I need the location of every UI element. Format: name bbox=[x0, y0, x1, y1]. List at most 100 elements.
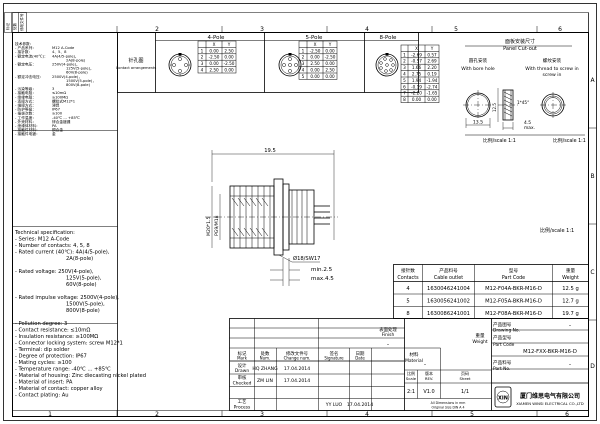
pin-table-cell: 0.00 bbox=[224, 55, 234, 60]
spec-cn-value: 4A(4/5-pole)， bbox=[52, 54, 79, 58]
spec-list-cn: 技术参数：- 产品系列：M12 A-Code- 接针数：4、5、8- 额定电流(… bbox=[15, 41, 96, 136]
frame-col-label: 1 bbox=[48, 411, 52, 418]
spec-en-line: - Rated voltage: 250V(4-pole), bbox=[15, 269, 94, 275]
pole-label-4: 4-Pole bbox=[208, 35, 225, 41]
tb-drawing-no-value: – bbox=[569, 323, 572, 329]
spec-en-line: - Temperature range: -40℃ ... +85℃ bbox=[15, 367, 111, 373]
tb-drawn-date: 17.04.2014 bbox=[284, 366, 310, 372]
tb-part-code-label-en: Part Code bbox=[493, 342, 515, 348]
frame-col-label: 3 bbox=[260, 411, 264, 418]
spec-cn-value: 2500V(4-pole)， bbox=[52, 75, 82, 79]
pin-table-cell: -2.50 bbox=[325, 55, 336, 60]
spec-en-line: - Number of contacts: 4, 5, 8 bbox=[15, 243, 90, 249]
part-table-cell: M12-F05A-BKR-M16-D bbox=[485, 299, 542, 305]
pin-table-cell: Y bbox=[328, 42, 332, 47]
spec-cn-label: - 污染等级： bbox=[15, 86, 36, 91]
revision-mini-label: 修改文件号 bbox=[19, 13, 24, 31]
part-table-cell: M12-F04A-BKR-M16-D bbox=[485, 286, 542, 292]
svg-text:3: 3 bbox=[179, 73, 181, 77]
tb-drawing-no-label: 产品图号 bbox=[493, 321, 512, 328]
cutout-dim: 4.5 bbox=[524, 120, 531, 126]
tb-version-value: V1.0 bbox=[423, 389, 434, 395]
spec-cn-label: - 连接方式： bbox=[15, 98, 36, 103]
tb-material-value: – bbox=[424, 362, 427, 368]
tb-scale-label: 比例 bbox=[407, 370, 415, 376]
pin-table-cell: Y bbox=[430, 46, 434, 51]
pin-table-cell: 0.00 bbox=[412, 97, 422, 102]
tb-sheet-value: 1/1 bbox=[461, 389, 469, 395]
spec-cn-label: - 产品系列： bbox=[15, 45, 36, 50]
part-table-cell: 1630046241004 bbox=[427, 286, 471, 292]
spec-list-en: Technical specification:- Series: M12 A-… bbox=[14, 230, 146, 399]
revision-mini-label: 标记 bbox=[5, 23, 10, 30]
tb-process-label-en: Process bbox=[234, 405, 251, 411]
dim-hex: Ø18/SW17 bbox=[293, 255, 320, 262]
pin-table-cell: -0.19 bbox=[411, 84, 422, 89]
tb-finish-label: 表面处理 bbox=[379, 326, 397, 333]
part-table-head: 接针数 bbox=[401, 267, 415, 274]
spec-cn-value: 250V(4-pole)， bbox=[52, 63, 80, 67]
spec-cn-label: 技术参数： bbox=[15, 41, 33, 46]
frame-col-label: 6 bbox=[565, 411, 569, 418]
pin-face-4-pole: 1 2 3 4 bbox=[168, 53, 192, 77]
spec-cn-value: 60V(8-pole) bbox=[66, 71, 88, 75]
spec-cn-label: - 工作温度： bbox=[15, 115, 36, 120]
cutout-title-en: Panel Cut-out bbox=[503, 46, 537, 52]
spec-en-line: - Rated impulse voltage: 2500V(4-pole), bbox=[15, 295, 119, 301]
svg-text:1: 1 bbox=[179, 53, 181, 57]
spec-en-line: - Degree of protection: IP67 bbox=[15, 354, 87, 360]
tb-sheet-label: 页码 bbox=[461, 370, 469, 376]
pin-table-cell: X bbox=[314, 42, 317, 47]
spec-cn-label: - 插拔次数： bbox=[15, 111, 36, 116]
tb-rev-head-en: Change num. bbox=[284, 356, 311, 361]
pin-table-cell: 4 bbox=[403, 72, 406, 77]
pin-table-cell: 0.00 bbox=[325, 48, 335, 53]
spec-en-line: 800V(8-pole) bbox=[66, 308, 100, 314]
tb-rev-head-en: Mark bbox=[237, 356, 248, 361]
frame-row-label: B bbox=[590, 173, 594, 180]
pin-table-cell: -2.50 bbox=[310, 48, 321, 53]
spec-cn-value: 1500V(5-pole)， bbox=[66, 79, 96, 83]
cutout-thread-label-en: With thread to screw in bbox=[525, 66, 579, 72]
frame-row-label: A bbox=[590, 77, 595, 84]
cutout-dim: 1*45° bbox=[517, 100, 529, 105]
pin-layout-title: 针孔图 bbox=[128, 57, 143, 64]
pin-table-cell: 2.50 bbox=[310, 61, 320, 66]
spec-cn-value: ≤10mΩ bbox=[52, 91, 66, 95]
pin-table-cell: 0.00 bbox=[325, 74, 335, 79]
pin-table-cell: 2.50 bbox=[224, 48, 234, 53]
tb-material-label: 材料 bbox=[409, 351, 419, 358]
frame-col-label: 5 bbox=[454, 26, 458, 33]
cutout-title: 面板安装尺寸 bbox=[505, 38, 535, 45]
revision-mini-block: 标记 处数 修改文件号 bbox=[4, 12, 27, 33]
part-table-head: 型号 bbox=[509, 267, 519, 274]
spec-cn-label: - 防护等级： bbox=[15, 107, 36, 112]
cutout-thread-label: 螺纹安装 bbox=[543, 57, 562, 64]
pin-table-cell: 2.50 bbox=[209, 68, 219, 73]
frame-row-label: C bbox=[590, 269, 594, 276]
tb-part-code-label: 产品型号 bbox=[493, 334, 512, 341]
pin-table-cell: 1.66 bbox=[412, 65, 422, 70]
pin-table-cell: 0.00 bbox=[325, 61, 335, 66]
spec-cn-value: 铜合金 bbox=[52, 127, 63, 132]
tb-scale-label-en: Scale bbox=[406, 376, 417, 381]
tb-tolerance-note: Original Size DIN A 4 bbox=[431, 406, 464, 410]
pole-label-8: 8-Pole bbox=[380, 35, 397, 41]
tb-tolerance-note: All Dimensions in mm bbox=[431, 401, 466, 405]
tb-process-date: 17.04.2014 bbox=[347, 402, 373, 408]
spec-cn-value: 金 bbox=[52, 131, 56, 136]
part-table-cell: 1630086241001 bbox=[427, 311, 470, 317]
frame-col-label: 2 bbox=[155, 26, 159, 33]
pin-table-cell: Y bbox=[227, 42, 231, 47]
spec-cn-label: - 额定电压： bbox=[15, 62, 36, 67]
frame-col-label: 4 bbox=[365, 411, 369, 418]
tb-checked-label: 审核 bbox=[238, 374, 247, 381]
tb-signature-head-en: Signature bbox=[324, 356, 344, 361]
spec-en-line: - Insulation resistance: ≥100MΩ bbox=[15, 334, 98, 340]
part-table-cell: M12-F08A-BKR-M16-D bbox=[485, 311, 542, 317]
spec-cn-value: 浸焊 bbox=[52, 103, 60, 108]
tb-process-name: YY LUO bbox=[325, 402, 343, 408]
tb-part-no-value: – bbox=[569, 362, 572, 368]
spec-cn-value: 800V(8-pole) bbox=[66, 83, 91, 87]
